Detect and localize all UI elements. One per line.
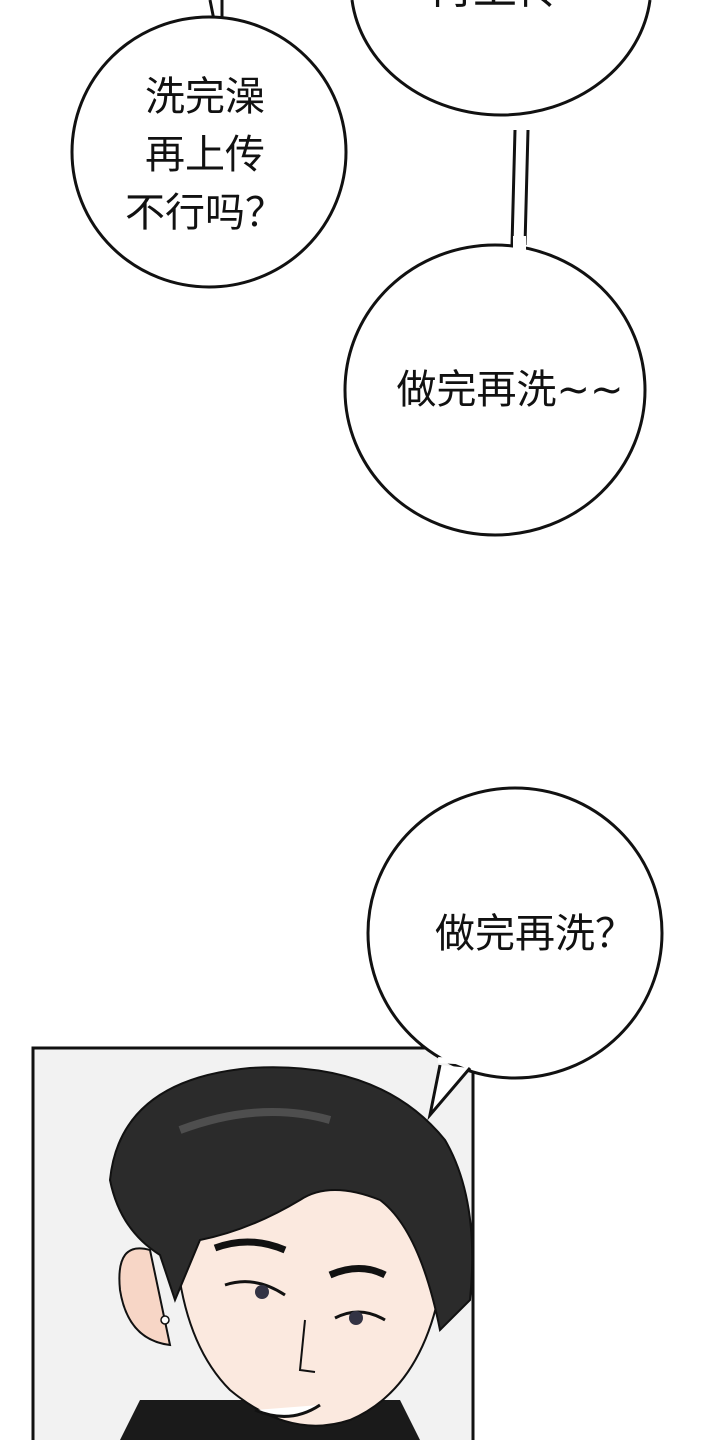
bubble-line: 洗完澡 — [145, 74, 265, 120]
bubble-text-bottom: 做完再洗？ — [435, 911, 635, 957]
speech-bubble-top — [350, 0, 652, 246]
bubble-text-left: 洗完澡 再上传 不行吗？ — [100, 68, 310, 242]
character-panel — [31, 1046, 475, 1440]
bubble-line: 不行吗？ — [125, 190, 285, 236]
bubble-text-middle: 做完再洗~~ — [396, 367, 624, 413]
bubble-text-top: 再上传 — [420, 0, 570, 18]
speech-bubble-middle — [343, 243, 647, 537]
speech-bubble-bottom — [366, 786, 664, 1121]
speech-bubble-left — [70, 0, 348, 289]
bubble-line: 再上传 — [145, 132, 265, 178]
